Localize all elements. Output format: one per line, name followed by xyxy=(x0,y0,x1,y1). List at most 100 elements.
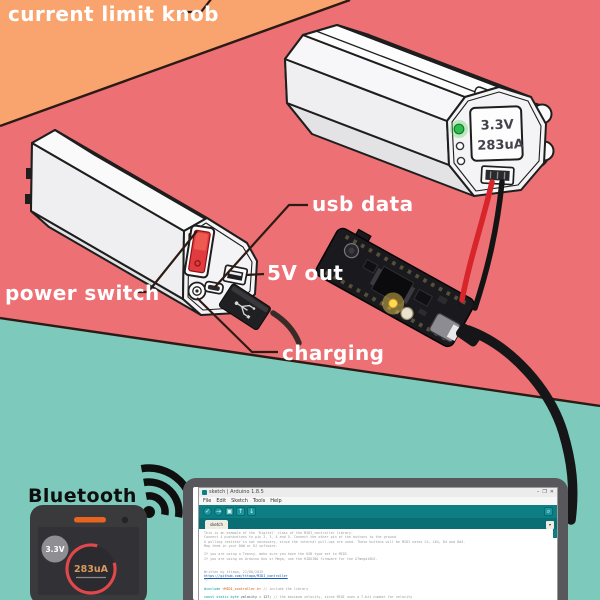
led-off xyxy=(456,156,466,166)
sketch-tab[interactable]: sketch xyxy=(205,520,229,529)
ide-window-title: sketch | Arduino 1.8.5 xyxy=(209,489,264,495)
cable-connector xyxy=(455,323,482,347)
capacitor xyxy=(437,295,448,305)
crystal xyxy=(400,306,414,321)
ide-code[interactable]: This is an example of the 'Digital' clas… xyxy=(199,529,557,600)
capacitor xyxy=(417,308,428,317)
signal-arc-2 xyxy=(143,478,183,518)
bg-divider-top xyxy=(0,0,351,128)
ide-tabstrip: sketch ▾ xyxy=(199,518,557,529)
code-line: If you are using an Arduino Uno or Mega,… xyxy=(204,556,378,561)
open-button[interactable]: ↑ xyxy=(236,507,245,516)
chip-pins xyxy=(369,267,383,286)
bg-divider-bottom xyxy=(0,316,600,408)
menu-sketch[interactable]: Sketch xyxy=(231,498,248,504)
pointer-power-switch xyxy=(134,230,198,294)
status-leds xyxy=(450,120,468,166)
code-line: A pulling resistor is not necessary, sin… xyxy=(204,539,466,544)
pointer-5v-out xyxy=(245,272,265,277)
code-line: #include <MIDI_controller.h> // include … xyxy=(204,586,309,591)
menu-file[interactable]: File xyxy=(203,498,212,504)
verify-button[interactable]: ✓ xyxy=(203,507,212,516)
small-ic xyxy=(362,258,379,274)
phone-speaker xyxy=(74,517,106,523)
laptop-screen: sketch | Arduino 1.8.5 – ❐ ✕ File Edit Ske… xyxy=(193,487,558,600)
code-line: */ xyxy=(204,578,209,583)
power-switch-indicator xyxy=(194,260,201,267)
code-line: const static byte velocity = 127; // the… xyxy=(204,595,413,600)
label-5v-out: 5V out xyxy=(267,261,344,285)
phone-voltage-value: 3.3V xyxy=(45,545,64,554)
menu-help[interactable]: Help xyxy=(270,498,282,504)
phone-current-value: 283uA xyxy=(74,564,109,575)
small-ic xyxy=(413,288,434,307)
usb-plug-body xyxy=(218,283,271,331)
arduino-usb-cable xyxy=(463,325,578,525)
label-current-limit-knob: current limit knob xyxy=(8,2,219,26)
code-line: If you are using a Teensy, make sure you… xyxy=(204,552,349,557)
display-current: 283uA xyxy=(477,137,524,154)
power-box-mount-tab xyxy=(25,194,33,204)
power-box-mount-tab xyxy=(26,168,35,179)
chip-pins xyxy=(403,286,416,305)
phone-camera xyxy=(121,516,129,524)
red-wire xyxy=(459,179,495,303)
ide-toolbar: ✓ → ▣ ↑ ↓ ⌕ xyxy=(199,505,557,518)
code-line: Written by tttapa, 21/08/2015 xyxy=(204,569,264,574)
led-off xyxy=(455,141,465,151)
green-led xyxy=(453,123,465,135)
close-icon[interactable]: ✕ xyxy=(549,489,554,495)
limiter-grooves xyxy=(315,27,522,95)
usb-trident-icon xyxy=(234,301,256,319)
display-voltage: 3.3V xyxy=(480,117,514,133)
save-button[interactable]: ↓ xyxy=(247,507,256,516)
mini-usb-insert xyxy=(446,324,462,341)
new-sketch-button[interactable]: ▣ xyxy=(225,507,234,516)
phone-voltage-bubble xyxy=(41,535,69,563)
scrollbar[interactable] xyxy=(553,529,557,538)
code-line: Connect 4 pushbuttons to pin 2, 3, 4 and… xyxy=(204,535,398,540)
arduino-board xyxy=(315,227,475,348)
label-power-switch: power switch xyxy=(5,281,160,305)
voltage-current-display: 3.3V 283uA xyxy=(469,105,524,162)
phone-gauge-ring xyxy=(65,543,117,595)
usb-plug-cable xyxy=(270,310,302,346)
limiter-front-inset xyxy=(451,91,542,192)
menu-tools[interactable]: Tools xyxy=(252,498,266,504)
maximize-icon[interactable]: ❐ xyxy=(542,489,547,495)
reset-button-cap xyxy=(348,247,355,254)
upload-button[interactable]: → xyxy=(214,507,223,516)
arduino-app-icon xyxy=(202,490,207,495)
pointer-current-limit-knob xyxy=(180,0,212,14)
smartphone: 3.3V 283uA xyxy=(30,505,147,600)
code-line: https://github.com/tttapa/MIDI_controlle… xyxy=(204,573,288,578)
ide-menubar: File Edit Sketch Tools Help xyxy=(199,497,557,505)
power-box-front-inset xyxy=(187,222,253,311)
pointer-charging xyxy=(196,297,278,354)
current-limiter-device: 3.3V 283uA xyxy=(284,24,555,197)
serial-monitor-button[interactable]: ⌕ xyxy=(544,507,553,516)
menu-edit[interactable]: Edit xyxy=(216,498,227,504)
signal-arc-1 xyxy=(145,492,169,516)
label-usb-data: usb data xyxy=(312,192,414,216)
charging-jack xyxy=(187,281,207,301)
callout-lines xyxy=(134,0,308,354)
code-line: Map them in your DAW or DJ software. xyxy=(204,543,278,548)
board-led-on xyxy=(388,298,399,309)
phone-gauge-face xyxy=(67,545,115,593)
power-switch-highlight xyxy=(194,232,208,251)
minimize-icon[interactable]: – xyxy=(536,489,540,495)
arduino-ide-window: sketch | Arduino 1.8.5 – ❐ ✕ File Edit Ske… xyxy=(198,487,558,600)
tab-overflow-button[interactable]: ▾ xyxy=(546,521,554,529)
label-charging: charging xyxy=(282,341,385,365)
usb-plug xyxy=(218,283,302,346)
black-wire xyxy=(472,179,505,311)
label-bluetooth: Bluetooth xyxy=(28,485,137,507)
ide-titlebar: sketch | Arduino 1.8.5 – ❐ ✕ xyxy=(199,488,557,497)
laptop: sketch | Arduino 1.8.5 – ❐ ✕ File Edit Ske… xyxy=(183,478,568,600)
usb-plug-highlight xyxy=(231,286,269,313)
pointer-usb-data xyxy=(214,203,308,288)
code-line: This is an example of the 'Digital' clas… xyxy=(204,531,354,535)
